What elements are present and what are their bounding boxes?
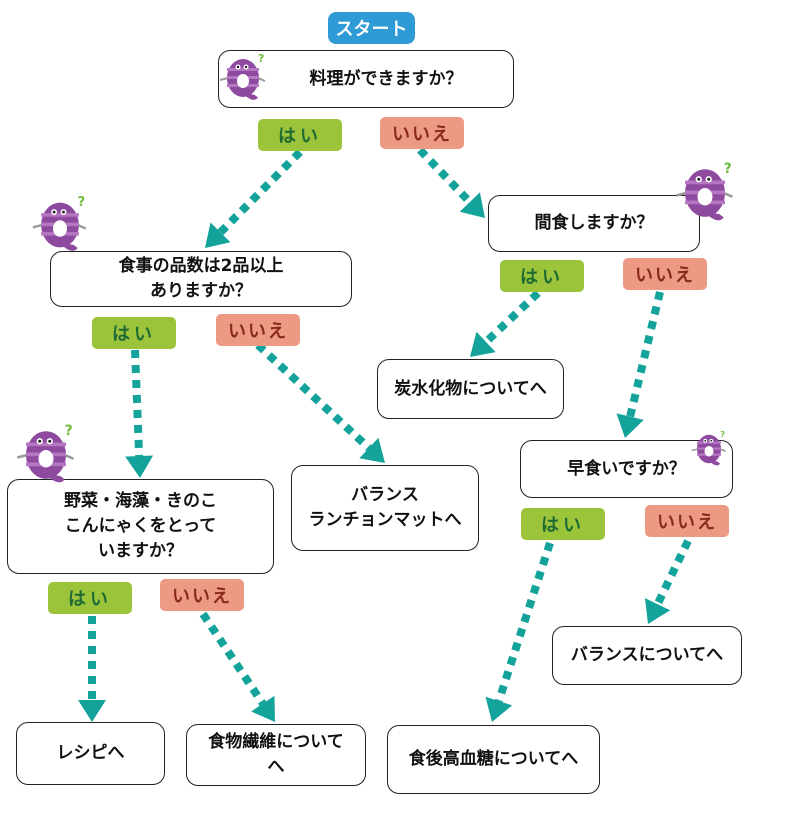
question-cooking[interactable]: 料理ができますか？ — [218, 50, 514, 108]
start-badge: スタート — [328, 12, 415, 44]
result-carbohydrates[interactable]: 炭水化物についてへ — [377, 359, 564, 419]
question-snacking[interactable]: 間食しますか？ — [488, 195, 700, 252]
arrow-shaft — [626, 291, 664, 418]
q3-yes-badge[interactable]: はい — [500, 260, 584, 292]
q3-no-badge[interactable]: いいえ — [623, 258, 707, 290]
arrow-shaft — [131, 349, 144, 457]
arrow-head-icon — [205, 222, 231, 248]
question-mascot-icon: ? — [219, 52, 266, 100]
arrow-shaft — [483, 290, 541, 345]
result-balance-lunch-mat[interactable]: バランス ランチョンマットへ — [291, 465, 479, 551]
arrow-head-icon — [125, 455, 154, 478]
result-balance[interactable]: バランスについてへ — [552, 626, 742, 685]
arrow-shaft — [199, 611, 267, 706]
svg-text:?: ? — [65, 423, 73, 439]
question-mascot-icon: ? — [675, 161, 733, 221]
arrow-head-icon — [470, 331, 496, 357]
arrow-head-icon — [485, 696, 513, 722]
arrow-head-icon — [459, 192, 485, 218]
question-dish-count[interactable]: 食事の品数は2品以上 ありますか？ — [50, 251, 352, 307]
arrow-shaft — [417, 147, 473, 205]
q1-yes-badge[interactable]: はい — [258, 119, 342, 151]
q2-no-badge[interactable]: いいえ — [216, 314, 300, 346]
svg-text:?: ? — [720, 429, 725, 439]
arrow-shaft — [255, 342, 372, 451]
arrow-head-icon — [251, 695, 275, 722]
result-dietary-fiber[interactable]: 食物繊維について へ — [186, 724, 366, 786]
question-vegetables[interactable]: 野菜・海藻・きのこ こんにゃくをとって いますか？ — [7, 479, 274, 574]
q2-yes-badge[interactable]: はい — [92, 317, 176, 349]
svg-text:?: ? — [258, 52, 264, 65]
q5-yes-badge[interactable]: はい — [521, 508, 605, 540]
arrow-shaft — [653, 539, 692, 606]
q5-no-badge[interactable]: いいえ — [645, 505, 729, 537]
svg-text:?: ? — [78, 195, 86, 210]
result-postprandial-glucose[interactable]: 食後高血糖についてへ — [387, 725, 600, 794]
question-mascot-icon: ? — [16, 423, 74, 483]
q1-no-badge[interactable]: いいえ — [380, 117, 464, 149]
q4-no-badge[interactable]: いいえ — [160, 579, 244, 611]
arrow-shaft — [494, 541, 554, 703]
arrow-head-icon — [78, 700, 106, 722]
arrow-head-icon — [616, 413, 644, 438]
arrow-shaft — [217, 149, 303, 236]
result-recipe[interactable]: レシピへ — [16, 722, 165, 785]
question-mascot-icon: ? — [32, 195, 87, 251]
svg-text:?: ? — [724, 161, 732, 177]
arrow-head-icon — [644, 598, 671, 624]
question-mascot-icon: ? — [691, 429, 726, 466]
arrow-head-icon — [359, 437, 385, 463]
q4-yes-badge[interactable]: はい — [48, 582, 132, 614]
